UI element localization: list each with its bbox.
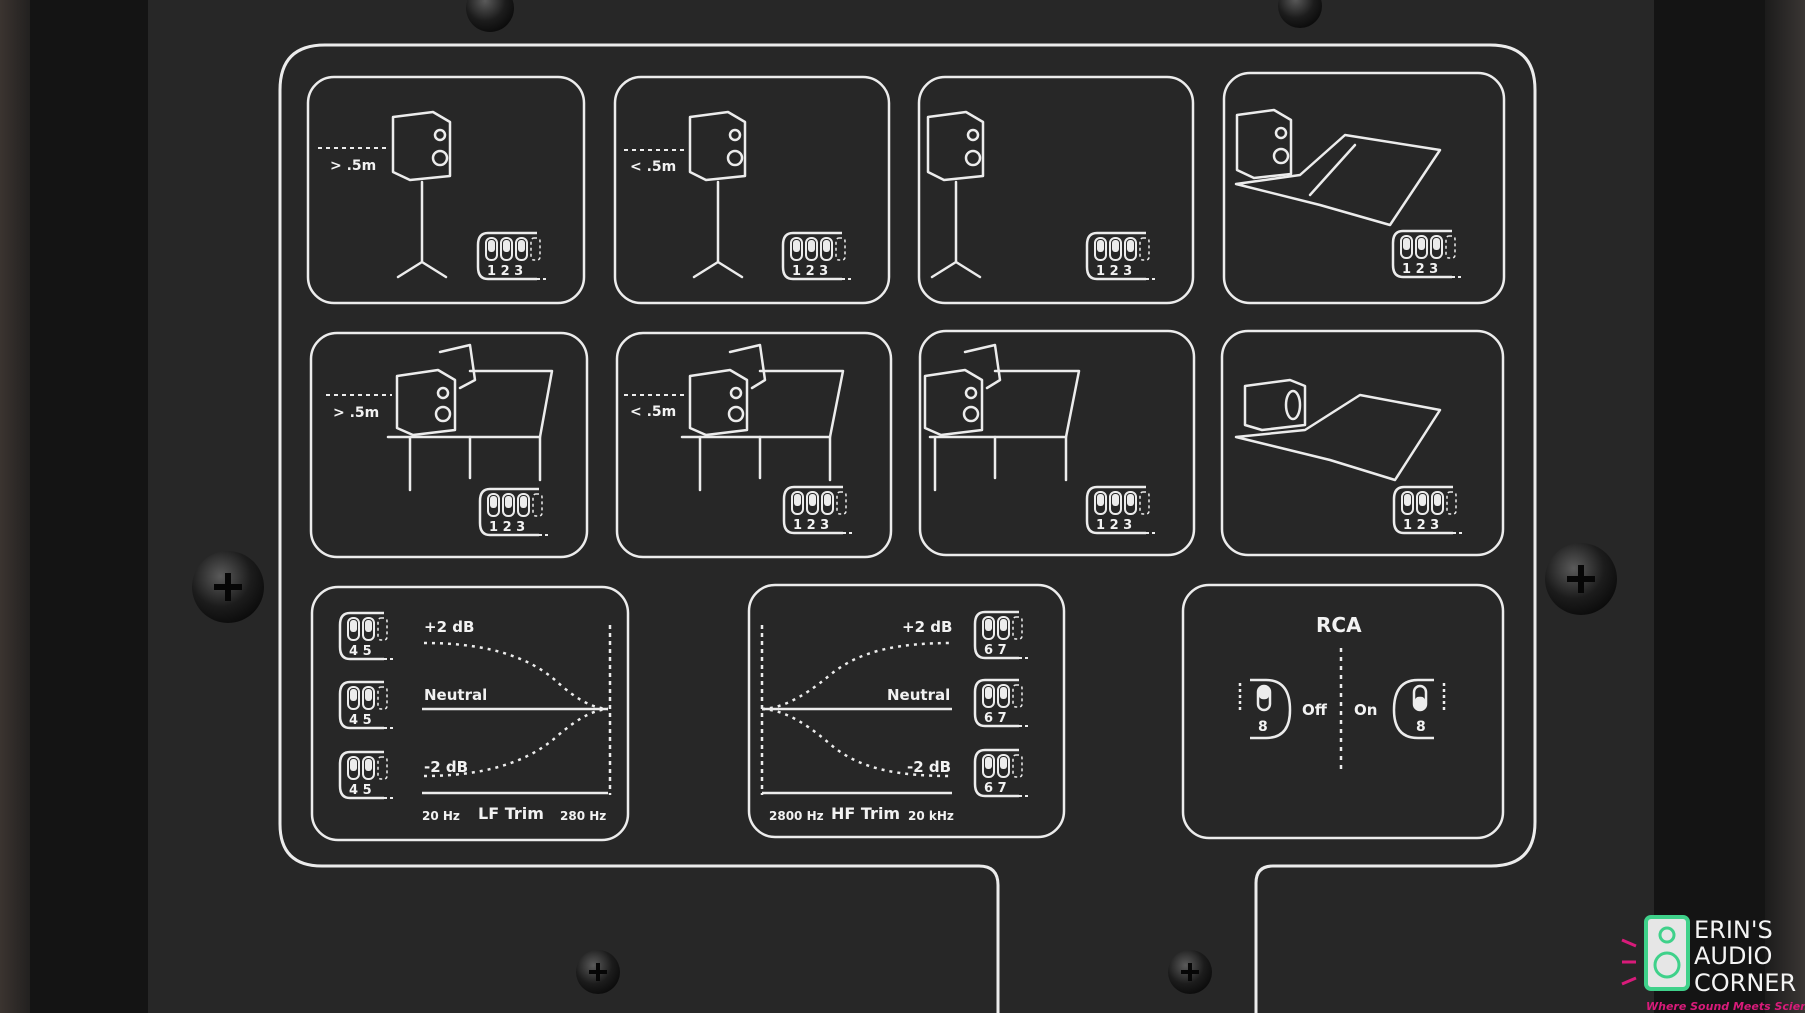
hf-neutral-label: Neutral [887,686,950,704]
rca-switch-on-icon [1392,678,1446,740]
speaker-on-desk-icon [386,343,554,492]
screw [466,0,514,32]
placement-box-stand-wall [917,75,1195,305]
dip-switch-icon: 1 2 3 [478,487,551,537]
lf-trim-curves [422,625,612,795]
hf-trim-title: HF Trim [831,804,900,823]
dip-switch-icon: 6 7 [973,678,1031,728]
distance-label: > .5m [333,405,379,421]
speaker-on-desk-icon [923,343,1081,492]
dip-switch-numbers: 1 2 3 [487,264,523,279]
hf-trim-box [747,583,1066,839]
placement-box-desk-near [615,331,893,559]
distance-label: < .5m [630,404,676,420]
dip-switch-icon: 1 2 3 [1085,231,1158,281]
placement-box-desk-far [309,331,589,559]
logo-line-2: AUDIO [1694,942,1772,970]
screw [576,950,620,994]
trim-dip-switches: 4 5 4 5 4 5 6 7 6 7 6 7 [338,610,1031,800]
lf-trim-title: LF Trim [478,804,544,823]
dip-switch-icon: 1 2 3 [1392,485,1465,535]
dip-switch-icon: 1 2 3 [476,231,549,281]
dip-switch-numbers: 4 5 [349,783,372,798]
dip-switch-icon: 6 7 [973,748,1031,798]
dip-switch-numbers: 1 2 3 [1403,518,1439,533]
lf-freq-low: 20 Hz [422,809,460,823]
dip-switch-icon: 1 2 3 [1085,485,1158,535]
rca-on-label: On [1354,701,1377,719]
rca-switch-number: 8 [1416,719,1426,735]
rca-switch-off-icon [1238,678,1292,740]
distance-label: < .5m [630,159,676,175]
dip-switch-icon: 1 2 3 [782,485,855,535]
placement-box-stand-far [306,75,586,305]
hf-plus-label: +2 dB [902,618,952,636]
logo-tagline: Where Sound Meets Science [1646,1000,1805,1013]
placement-box-stand-near [613,75,891,305]
logo-line-3: CORNER [1694,969,1796,997]
dip-switch-numbers: 6 7 [984,643,1007,658]
lf-neutral-label: Neutral [424,686,487,704]
lf-plus-label: +2 dB [424,618,474,636]
hf-freq-high: 20 kHz [908,809,954,823]
dip-switch-icon: 6 7 [973,610,1031,660]
dip-switch-group: 1 2 3 1 2 3 1 2 3 1 2 3 1 2 3 1 2 3 1 2 3 1 2 3 [476,229,1465,537]
dip-switch-numbers: 1 2 3 [792,264,828,279]
dip-switch-numbers: 6 7 [984,711,1007,726]
dip-switch-icon: 4 5 [338,750,396,800]
dip-switch-numbers: 4 5 [349,644,372,659]
speaker-on-console-icon [1234,108,1442,227]
background-right [1760,0,1805,1013]
speaker-on-console-icon [1234,378,1442,482]
panel-outline [278,43,1537,1013]
dip-switch-numbers: 1 2 3 [793,518,829,533]
dip-switch-icon: 1 2 3 [1391,229,1464,279]
hf-freq-low: 2800 Hz [769,809,824,823]
placement-box-desk-wall [918,329,1196,557]
dip-switch-icon: 1 2 3 [781,231,854,281]
rca-off-label: Off [1302,701,1328,719]
dip-switch-numbers: 4 5 [349,713,372,728]
rca-switch-number: 8 [1258,719,1268,735]
distance-label: > .5m [330,158,376,174]
cabinet-right-edge [1650,0,1765,1013]
cabinet-left-edge [30,0,150,1013]
erins-audio-corner-logo: ERIN'S AUDIO CORNER Where Sound Meets Sc… [1621,915,1805,1013]
dip-switch-numbers: 1 2 3 [1402,262,1438,277]
speaker-on-stand-icon [926,110,985,279]
lf-freq-high: 280 Hz [560,809,606,823]
rca-title: RCA [1316,613,1362,637]
dip-switch-icon: 4 5 [338,680,396,730]
placement-box-stand-console [1222,71,1506,305]
speaker-on-desk-icon [680,343,845,492]
dip-switch-numbers: 6 7 [984,781,1007,796]
logo-line-1: ERIN'S [1694,916,1773,944]
lf-minus-label: -2 dB [424,758,468,776]
screw [1545,543,1617,615]
screw [192,551,264,623]
dip-switch-icon: 4 5 [338,611,396,661]
speaker-on-stand-icon [391,110,452,279]
screw [1168,950,1212,994]
hf-minus-label: -2 dB [907,758,951,776]
rca-box [1181,583,1505,840]
placement-box-desk-console [1220,329,1505,557]
dip-switch-numbers: 1 2 3 [1096,264,1132,279]
screw [1278,0,1322,28]
dip-switch-numbers: 1 2 3 [1096,518,1132,533]
speaker-on-stand-icon [688,110,747,279]
lf-trim-box [310,585,630,842]
hf-trim-curves [760,625,953,795]
dip-switch-numbers: 1 2 3 [489,520,525,535]
